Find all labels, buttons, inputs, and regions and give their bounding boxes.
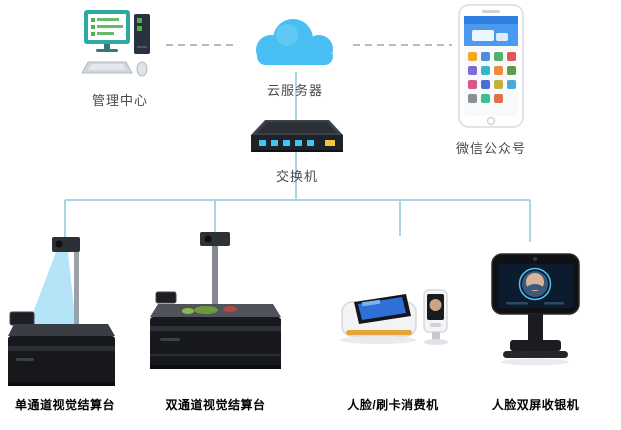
dual-screen-register-icon bbox=[491, 253, 580, 366]
switch-label: 交换机 bbox=[275, 169, 318, 184]
dual-screen-register-label: 人脸双屏收银机 bbox=[491, 398, 580, 412]
device-single-channel-checkout: 单通道视觉结算台 bbox=[8, 232, 118, 412]
device-dual-channel-checkout: 双通道视觉结算台 bbox=[148, 230, 283, 412]
node-wechat-account: 微信公众号 bbox=[456, 4, 525, 156]
node-switch: 交换机 bbox=[249, 116, 345, 184]
device-face-card-payment: 人脸/刷卡消费机 bbox=[338, 278, 453, 412]
node-management-center: 管理中心 bbox=[78, 6, 162, 108]
single-channel-checkout-icon bbox=[8, 237, 115, 386]
device-dual-screen-register: 人脸双屏收银机 bbox=[488, 248, 583, 412]
node-cloud-server: 云服务器 bbox=[243, 12, 347, 98]
network-switch-icon bbox=[251, 120, 343, 152]
single-channel-checkout-label: 单通道视觉结算台 bbox=[14, 398, 115, 412]
dual-channel-checkout-icon bbox=[150, 232, 281, 369]
smartphone-icon bbox=[458, 4, 524, 128]
cloud-icon bbox=[256, 19, 333, 65]
wechat-account-label: 微信公众号 bbox=[455, 141, 526, 156]
cloud-server-label: 云服务器 bbox=[266, 83, 323, 98]
face-card-payment-icon bbox=[340, 289, 448, 345]
dual-channel-checkout-label: 双通道视觉结算台 bbox=[165, 398, 266, 412]
desktop-computer-icon bbox=[81, 10, 150, 77]
face-card-payment-label: 人脸/刷卡消费机 bbox=[347, 398, 439, 412]
management-center-label: 管理中心 bbox=[91, 93, 148, 108]
